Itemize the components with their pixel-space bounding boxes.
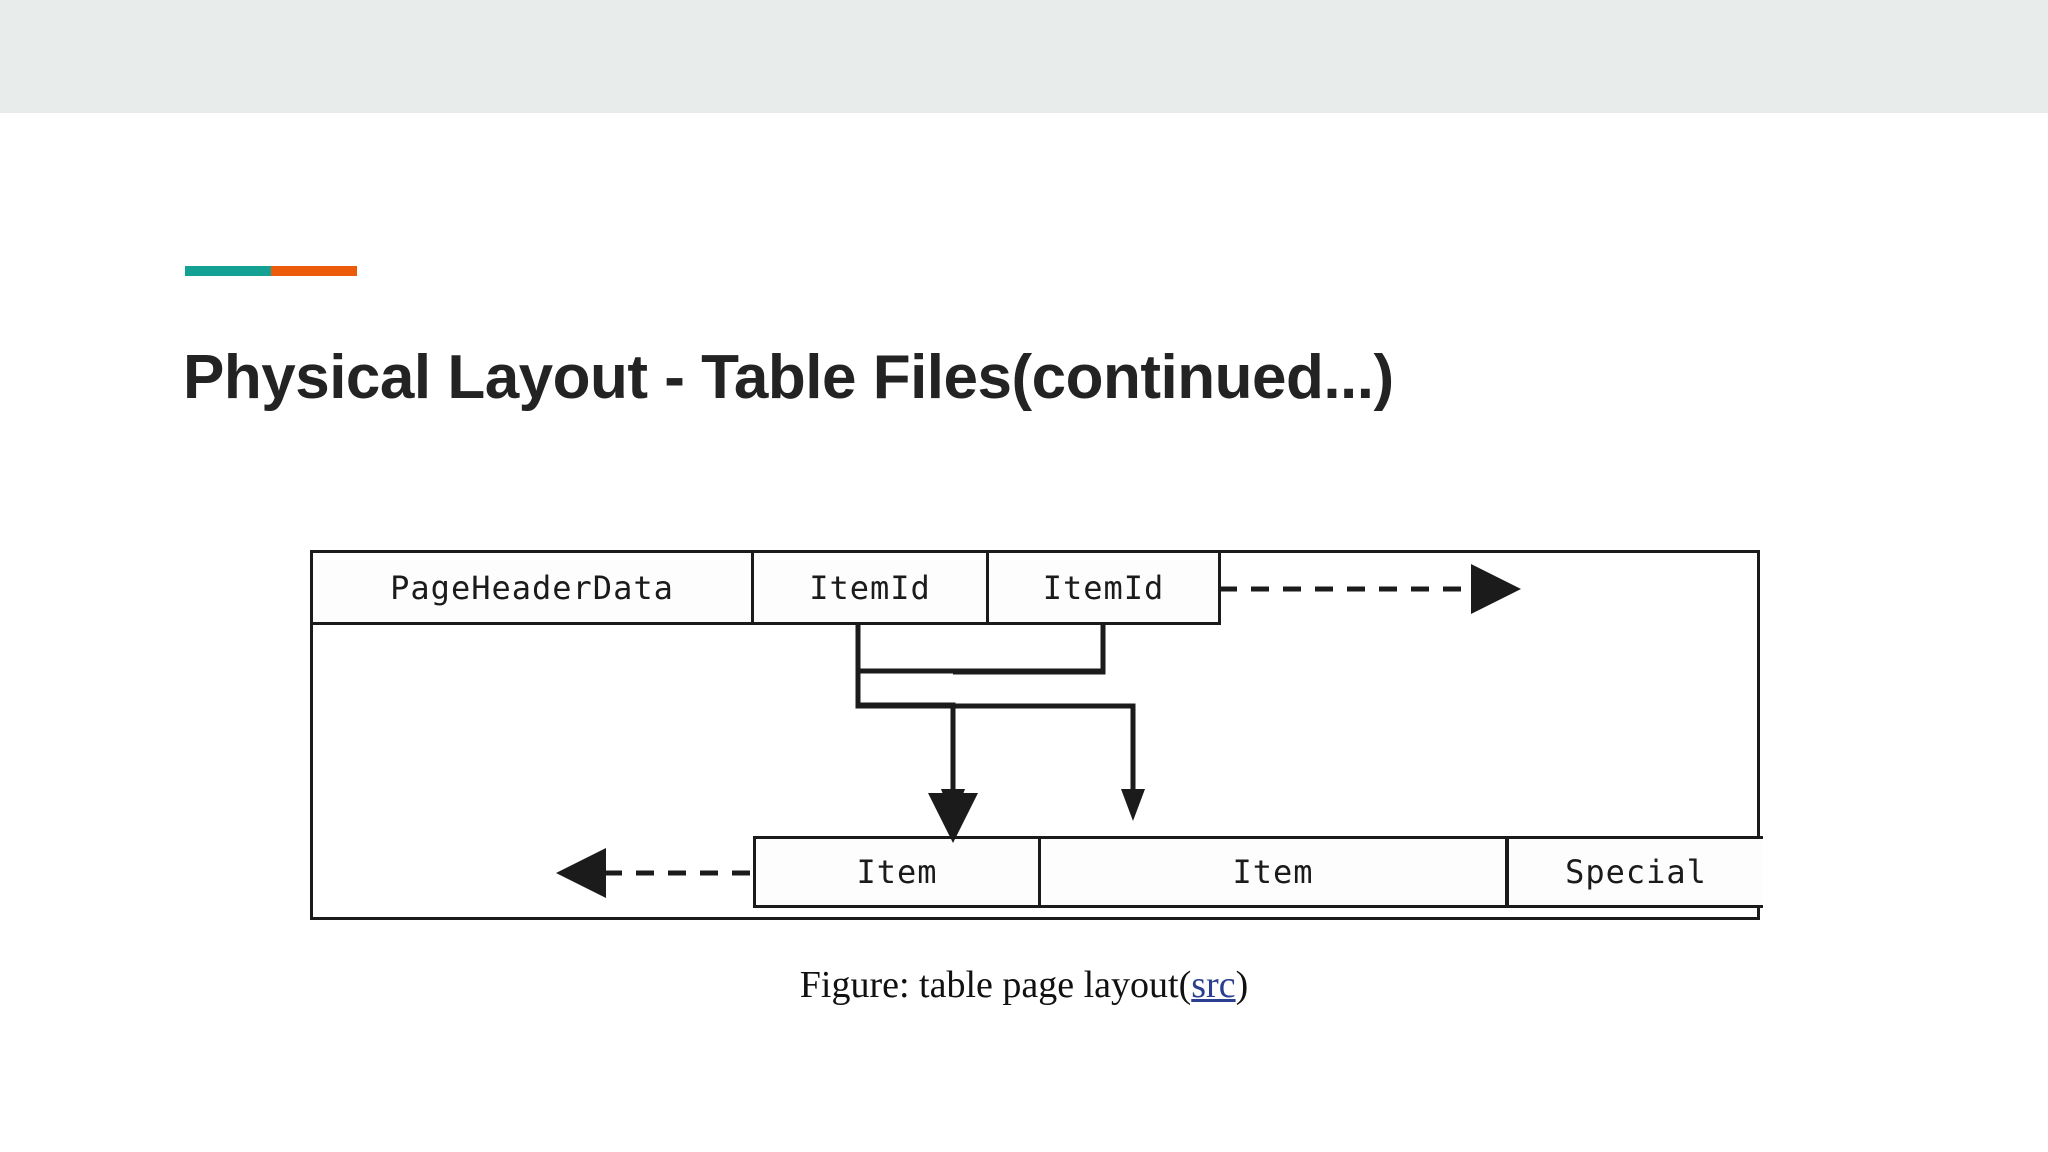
page-title: Physical Layout - Table Files(continued.… xyxy=(183,342,1394,412)
table-page-diagram: PageHeaderData ItemId ItemId Item Item S… xyxy=(310,550,1763,920)
accent-segment-teal xyxy=(185,266,271,276)
cell-itemid-1: ItemId xyxy=(751,553,989,625)
cell-item-1: Item xyxy=(753,836,1041,908)
figure-diagram: PageHeaderData ItemId ItemId Item Item S… xyxy=(310,550,1763,922)
cell-itemid-2: ItemId xyxy=(986,553,1221,625)
caption-text-suffix: ) xyxy=(1235,964,1249,1006)
slide-top-band xyxy=(0,0,2048,113)
connector-pair xyxy=(855,625,1145,821)
accent-segment-orange xyxy=(271,266,357,276)
figure-caption: Figure: table page layout(src) xyxy=(0,963,2048,1007)
cell-special: Special xyxy=(1506,836,1763,908)
source-link[interactable]: src xyxy=(1191,964,1236,1006)
caption-text-prefix: Figure: table page layout( xyxy=(799,964,1192,1006)
connector-itemid1 xyxy=(658,625,953,793)
cell-item-2: Item xyxy=(1038,836,1508,908)
slide-canvas: Physical Layout - Table Files(continued.… xyxy=(0,113,2048,1152)
connector-paths xyxy=(855,625,1106,843)
cell-page-header-data: PageHeaderData xyxy=(313,553,754,625)
title-accent-rule xyxy=(185,266,357,276)
